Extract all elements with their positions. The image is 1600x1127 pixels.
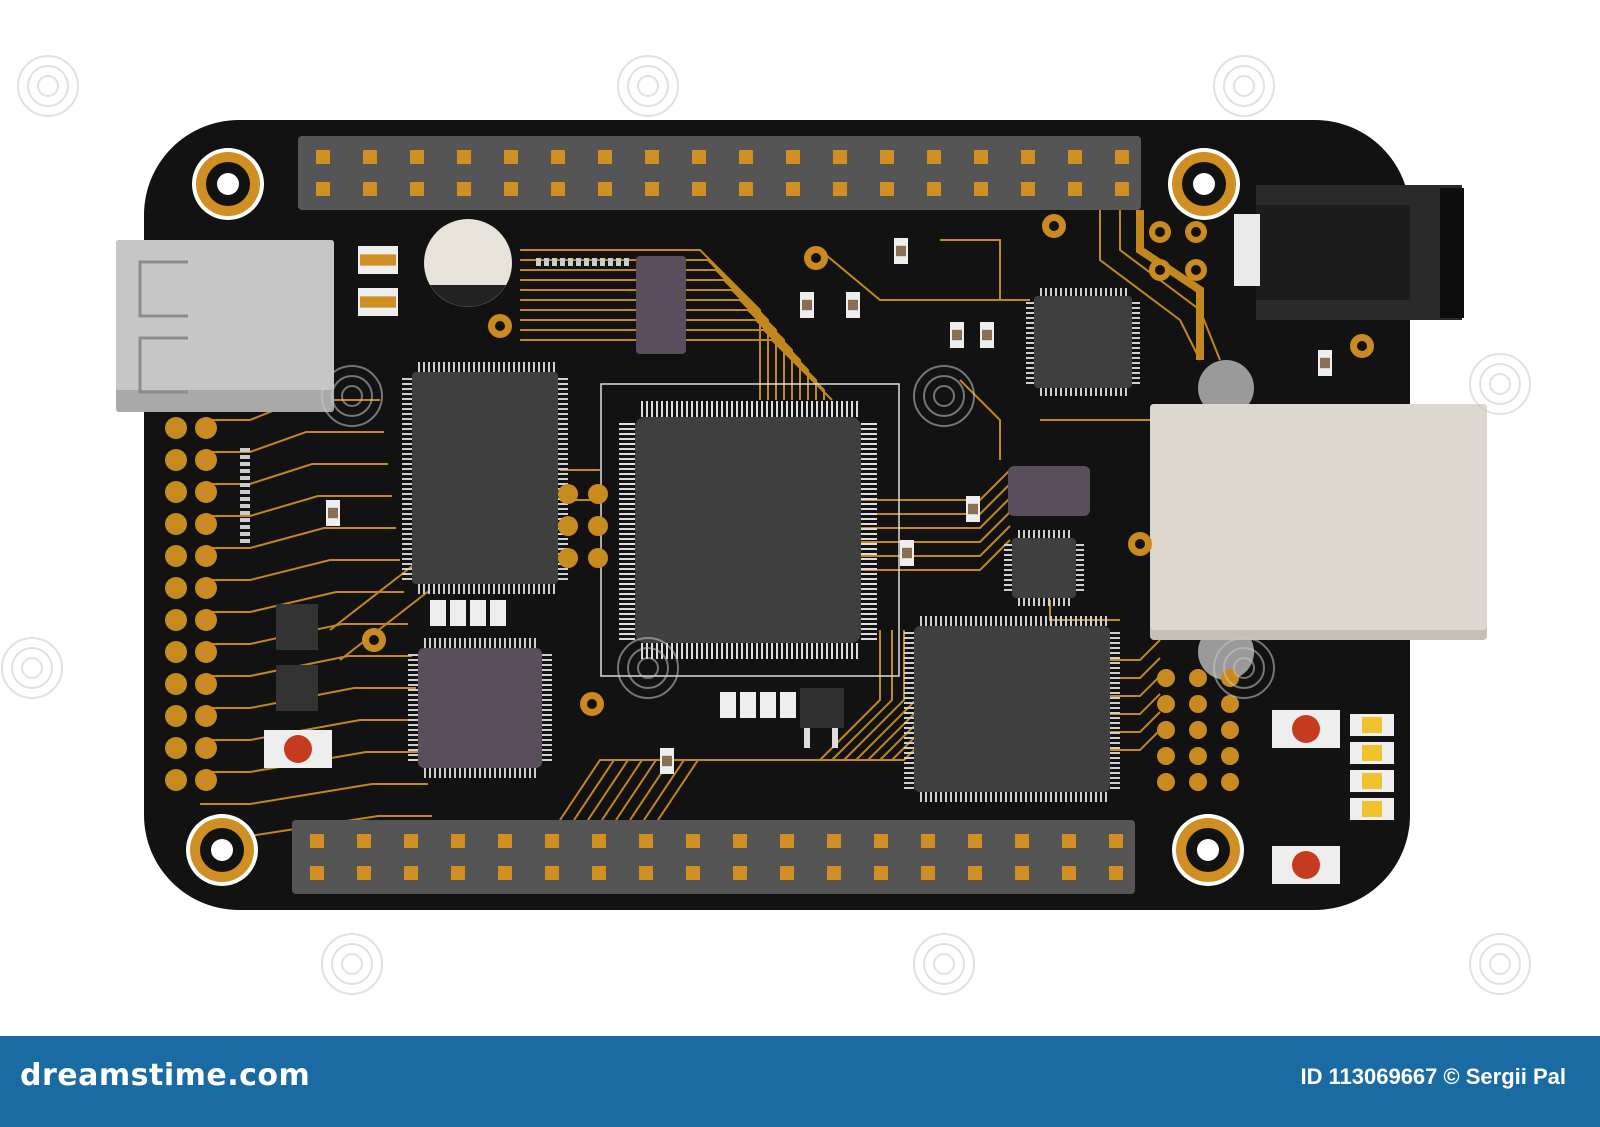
sot-ic-left-2 xyxy=(276,665,318,711)
memory-chip xyxy=(402,362,568,594)
tactile-buttons xyxy=(264,710,1340,884)
ethernet-jack xyxy=(1150,360,1487,680)
top-pin-header xyxy=(298,136,1141,210)
smd-components xyxy=(240,238,1332,774)
status-leds xyxy=(1350,714,1394,820)
dc-power-jack xyxy=(1234,185,1464,320)
voltage-regulator xyxy=(800,688,844,748)
copyright-author: © Sergii Pal xyxy=(1443,1064,1566,1089)
bottom-pin-header xyxy=(292,820,1135,894)
purple-qfp-chip xyxy=(408,638,552,778)
id-label: ID xyxy=(1300,1064,1323,1089)
purple-inductor xyxy=(636,256,686,354)
electrolytic-capacitor xyxy=(424,219,512,307)
usb-a-connector xyxy=(116,240,334,412)
sot-ic-left-1 xyxy=(276,604,318,650)
small-ic xyxy=(1004,530,1084,606)
top-right-ic xyxy=(1026,288,1140,396)
copper-pads xyxy=(165,214,1374,791)
main-processor-chip xyxy=(600,383,900,677)
mounting-holes xyxy=(186,148,1244,886)
watermark-brand[interactable]: dreamstime.com xyxy=(20,1058,311,1093)
right-qfp-chip xyxy=(904,616,1120,802)
pcb-illustration xyxy=(1,55,1531,995)
watermark-swirls xyxy=(1,55,1531,995)
id-number: 113069667 xyxy=(1328,1064,1438,1089)
purple-crystal xyxy=(1008,466,1090,516)
